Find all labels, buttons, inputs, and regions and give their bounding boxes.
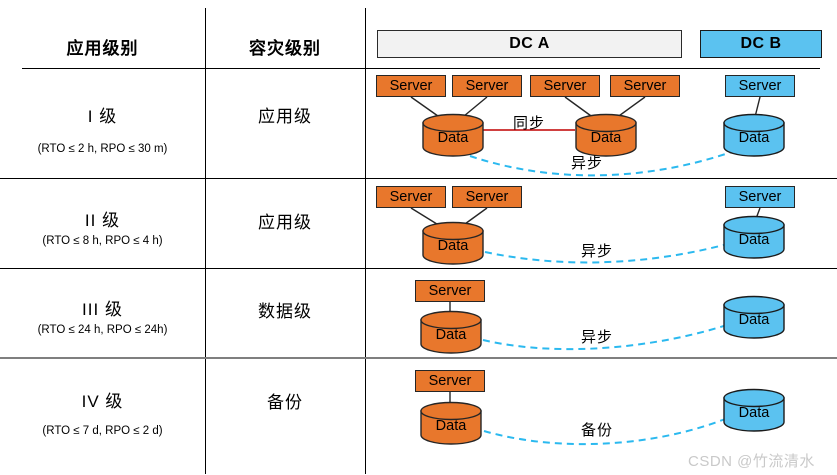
link-label-async: 异步	[580, 243, 613, 260]
csdn-watermark: CSDN @竹流清水	[688, 453, 815, 470]
dc-b-banner: DC B	[700, 30, 822, 58]
cell-app-level: IV 级 (RTO ≤ 7 d, RPO ≤ 2 d)	[0, 357, 205, 475]
dr-level-label: 备份	[267, 393, 303, 412]
link-label-sync: 同步	[512, 115, 545, 132]
level-label: I 级	[87, 107, 118, 126]
server-label: Server	[623, 78, 667, 94]
cell-dr-level: 应用级	[205, 102, 365, 127]
dc-a-banner: DC A	[377, 30, 682, 58]
level-metrics: (RTO ≤ 24 h, RPO ≤ 24h)	[37, 324, 168, 336]
server-label: Server	[428, 373, 472, 389]
server-label: Server	[389, 189, 433, 205]
dc-a-label: DC A	[509, 35, 550, 52]
table-row: III 级 (RTO ≤ 24 h, RPO ≤ 24h) 数据级 Server…	[0, 268, 837, 357]
grid-vline-col2	[365, 8, 366, 474]
level-metrics: (RTO ≤ 7 d, RPO ≤ 2 d)	[42, 425, 163, 437]
database-cylinder: Data	[723, 113, 785, 157]
dc-b-label: DC B	[740, 35, 782, 52]
server-box: Server	[725, 75, 795, 97]
server-label: Server	[738, 189, 782, 205]
cell-app-level: II 级 (RTO ≤ 8 h, RPO ≤ 4 h)	[0, 178, 205, 268]
grid-hline-row1	[0, 178, 837, 179]
header-app-level: 应用级别	[0, 34, 205, 59]
table-row: II 级 (RTO ≤ 8 h, RPO ≤ 4 h) 应用级 Server S…	[0, 178, 837, 268]
server-box: Server	[376, 75, 446, 97]
grid-hline-row2	[0, 268, 837, 269]
link-label-backup: 备份	[580, 422, 613, 439]
header-dr-level-label: 容灾级别	[249, 39, 321, 58]
table-row: IV 级 (RTO ≤ 7 d, RPO ≤ 2 d) 备份 Server Da…	[0, 357, 837, 475]
server-label: Server	[428, 283, 472, 299]
server-box: Server	[610, 75, 680, 97]
server-label: Server	[389, 78, 433, 94]
server-label: Server	[543, 78, 587, 94]
header-app-level-label: 应用级别	[66, 39, 139, 58]
level-label: IV 级	[81, 392, 124, 411]
grid-vline-col1	[205, 8, 206, 474]
cell-app-level: I 级 (RTO ≤ 2 h, RPO ≤ 30 m)	[0, 68, 205, 178]
database-cylinder: Data	[422, 113, 484, 157]
level-metrics: (RTO ≤ 8 h, RPO ≤ 4 h)	[42, 235, 163, 247]
dr-level-label: 应用级	[258, 213, 312, 232]
database-cylinder: Data	[420, 401, 482, 445]
dr-level-label: 应用级	[258, 107, 312, 126]
database-cylinder: Data	[723, 388, 785, 432]
cell-dr-level: 应用级	[205, 208, 365, 233]
server-box: Server	[415, 280, 485, 302]
grid-hline-header	[22, 68, 820, 69]
cell-dr-level: 数据级	[205, 297, 365, 322]
server-box: Server	[452, 75, 522, 97]
level-label: II 级	[84, 211, 121, 230]
level-label: III 级	[82, 300, 123, 319]
level-metrics: (RTO ≤ 2 h, RPO ≤ 30 m)	[37, 143, 168, 155]
server-box: Server	[452, 186, 522, 208]
server-label: Server	[465, 78, 509, 94]
database-cylinder: Data	[723, 295, 785, 339]
dr-level-label: 数据级	[258, 302, 312, 321]
link-label-async: 异步	[570, 155, 603, 172]
database-cylinder: Data	[422, 221, 484, 265]
server-box: Server	[530, 75, 600, 97]
database-cylinder: Data	[420, 310, 482, 354]
server-box: Server	[725, 186, 795, 208]
grid-hline-row3	[0, 357, 837, 359]
header-dr-level: 容灾级别	[205, 34, 365, 59]
cell-dr-level: 备份	[205, 388, 365, 413]
table-row: I 级 (RTO ≤ 2 h, RPO ≤ 30 m) 应用级 Server S…	[0, 68, 837, 178]
cell-app-level: III 级 (RTO ≤ 24 h, RPO ≤ 24h)	[0, 268, 205, 357]
server-box: Server	[415, 370, 485, 392]
link-label-async: 异步	[580, 329, 613, 346]
database-cylinder: Data	[575, 113, 637, 157]
database-cylinder: Data	[723, 215, 785, 259]
server-box: Server	[376, 186, 446, 208]
server-label: Server	[465, 189, 509, 205]
server-label: Server	[738, 78, 782, 94]
